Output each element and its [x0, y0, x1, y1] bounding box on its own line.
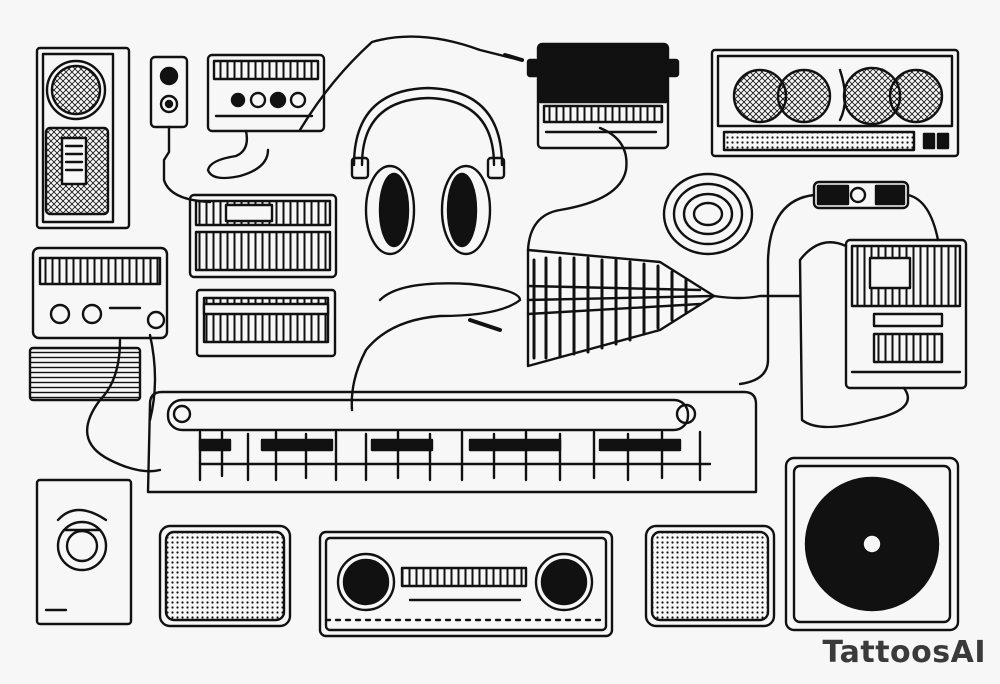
- small-control-unit: [151, 57, 210, 202]
- small-mixer-top: [208, 55, 324, 178]
- tape-recorder-right: [800, 240, 966, 427]
- grille-speaker-left: [160, 526, 290, 626]
- headphones: [352, 88, 504, 254]
- mixer-console-mid: [190, 195, 336, 277]
- top-cable: [300, 37, 512, 130]
- amp-speaker-cabinet: [712, 50, 958, 156]
- subwoofer: [786, 458, 958, 630]
- vent-panel-left: [30, 348, 140, 400]
- coiled-cable: [664, 174, 752, 254]
- keyboard-synth: [148, 392, 756, 492]
- watermark-text: TattoosAI: [822, 635, 986, 670]
- grille-speaker-right: [646, 526, 774, 626]
- inline-switch: [740, 182, 938, 384]
- black-radio: [528, 44, 678, 250]
- waveform-fan: [528, 250, 800, 366]
- device-panel-left: [37, 480, 131, 624]
- boombox: [320, 532, 612, 636]
- equalizer-panel: [197, 290, 335, 356]
- centre-cables: [352, 283, 520, 410]
- tall-speaker-top-left: [37, 48, 129, 228]
